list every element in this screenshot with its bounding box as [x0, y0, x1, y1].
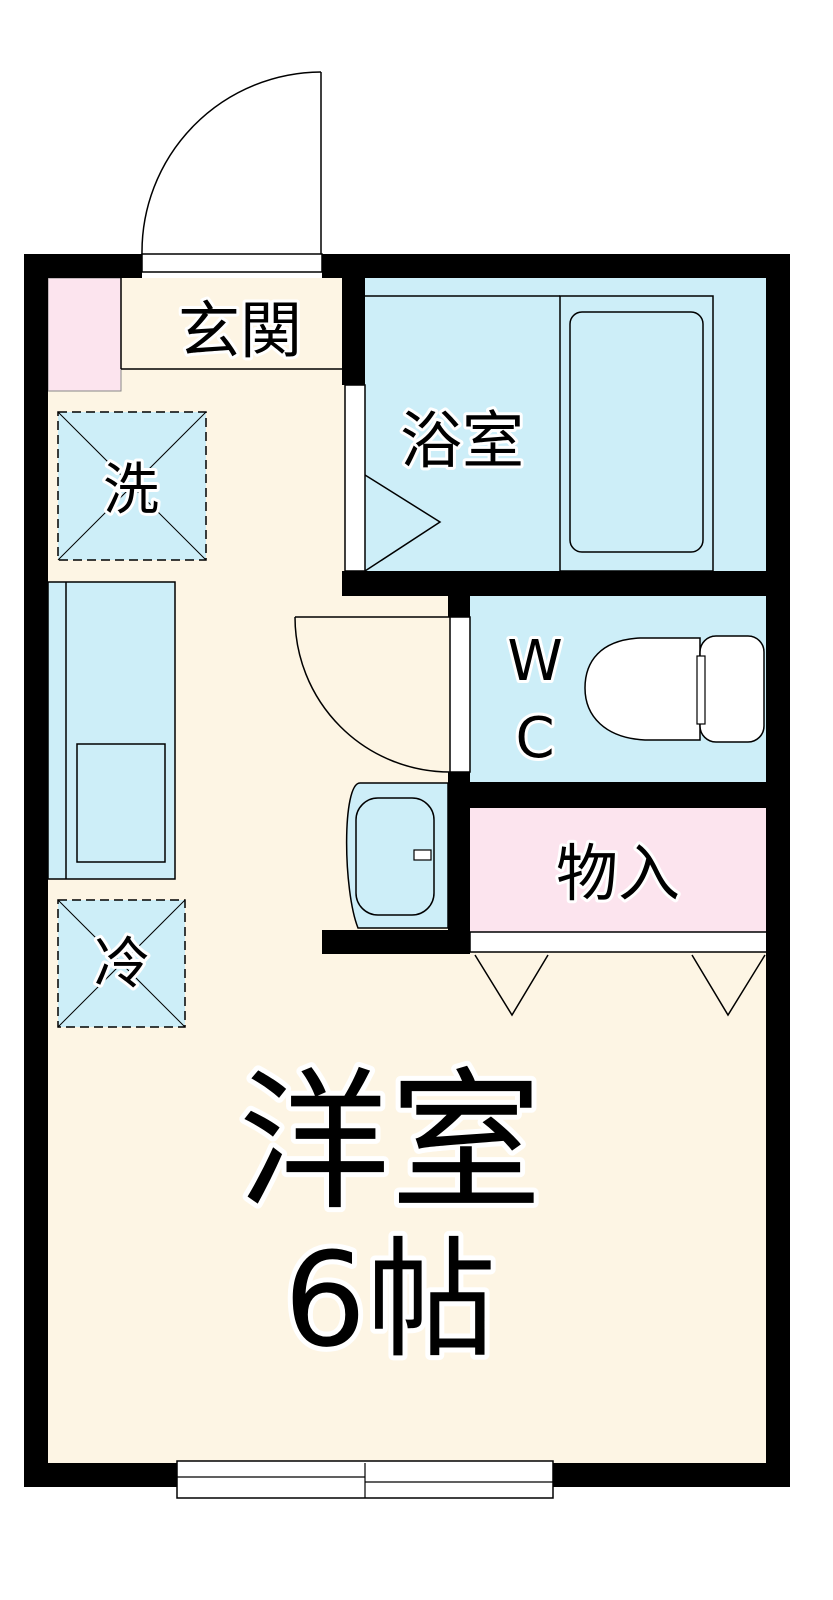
storage-rail [469, 931, 769, 953]
wc-label-c: C [515, 706, 554, 771]
bathroom-floor [365, 278, 768, 571]
wash-basin-icon [345, 782, 449, 929]
washer-space-icon [57, 411, 207, 561]
window-icon [176, 1460, 554, 1499]
storage-label: 物入 [556, 837, 680, 910]
storage-door-icon [474, 954, 766, 1017]
genkan-label: 玄関 [178, 294, 302, 367]
fridge-label: 冷 [94, 932, 150, 997]
main-room-size: 6帖 [284, 1224, 497, 1376]
kitchen-counter-icon [47, 581, 176, 880]
fridge-space-icon [57, 899, 186, 1028]
storage-floor [470, 808, 768, 932]
shoe-cabinet [47, 277, 122, 392]
washer-label: 洗 [103, 458, 159, 523]
walls [24, 254, 790, 1487]
entrance-door-icon [141, 71, 323, 273]
bath-label: 浴室 [400, 404, 524, 477]
toilet-icon [584, 635, 765, 743]
wc-label-w: W [507, 629, 562, 694]
main-room-label: 洋室 [238, 1054, 542, 1231]
bath-door-icon [344, 384, 442, 572]
